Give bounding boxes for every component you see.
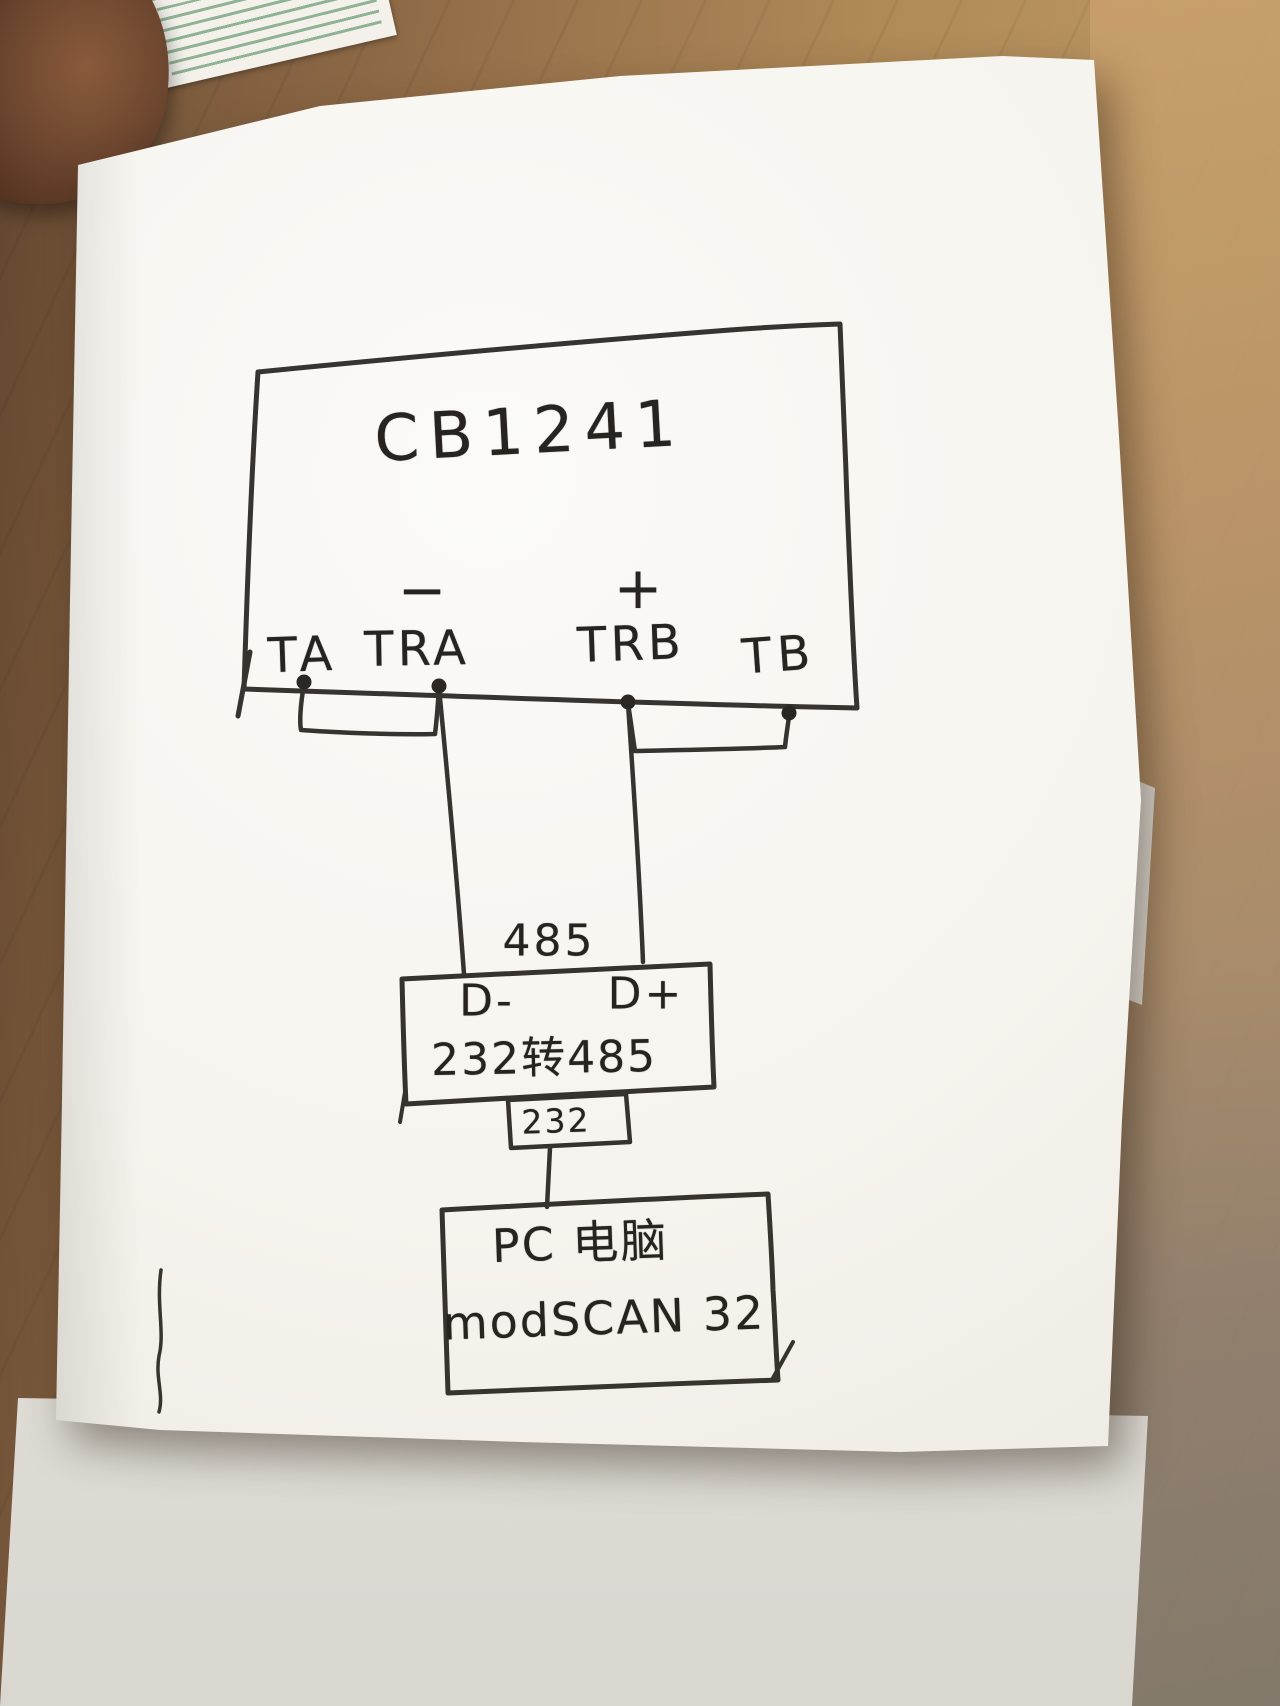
jumper-ta-tra [297,681,442,737]
pen-overshoot [771,1340,795,1380]
terminal-dot-ta [296,674,312,690]
pin-d-minus-label: D- [459,975,515,1027]
pen-overshoot [398,1090,407,1124]
serial-232-label: 232 [520,1100,592,1142]
polarity-plus-label: + [613,554,663,622]
serial-box [505,1091,633,1151]
device-box [241,321,860,711]
wire-tra-dminus [436,685,467,977]
bus-485-label: 485 [502,915,596,967]
wire-trb-dplus [625,701,646,965]
polarity-minus-label: − [397,556,447,624]
terminal-label-trb: TRB [576,614,686,674]
pin-d-plus-label: D+ [607,968,685,1020]
pc-box [439,1191,781,1396]
modscan-label: modSCAN 32 [441,1285,767,1351]
terminal-label-tra: TRA [363,620,471,678]
terminal-label-tb: TB [740,624,818,686]
jumper-trb-tb [625,701,792,754]
stray-mark [156,1268,163,1414]
pen-overshoot [235,649,253,719]
terminal-label-ta: TA [266,625,340,685]
wire-serial-pc [544,1145,553,1210]
converter-label: 232转485 [430,1031,658,1086]
terminal-dot-trb [620,694,636,710]
pc-label: PC 电脑 [490,1212,670,1274]
converter-box [399,961,717,1107]
terminal-dot-tra [431,678,447,694]
terminal-dot-tb [781,705,797,721]
